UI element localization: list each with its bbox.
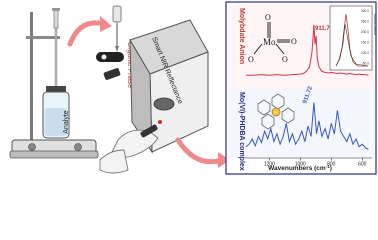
inset-tick-label: 50.0 — [363, 62, 369, 66]
molybdate-structure: Mo O O O O — [248, 13, 297, 64]
flow-arrow-2 — [175, 137, 225, 165]
syringe-icon — [52, 8, 60, 89]
molybdate-spectrum-line — [246, 24, 369, 76]
spectra-panel-bottom — [228, 88, 374, 158]
x-tick-label: 800 — [327, 162, 336, 168]
mo-atom-label: Mo — [263, 37, 276, 47]
inset-tick-label: 250.0 — [361, 20, 369, 24]
x-axis-label: Wavenumbers (cm-1) — [268, 164, 332, 173]
analyte-label: Analyte — [63, 110, 70, 133]
flow-arrow-1-head — [100, 16, 112, 32]
sample-holder-icon — [96, 52, 124, 80]
lab-stand — [9, 12, 99, 159]
inset-tick-label: 300.0 — [361, 9, 369, 13]
inset-ylabel: Absorbance — [373, 14, 378, 36]
inset-chart: Absorbance 300.0 250.0 200.0 150.0 100.0 50.0 — [329, 5, 378, 71]
hand-icon — [99, 124, 159, 174]
complex-spectrum-line — [245, 102, 369, 150]
molybdate-anion-label: Molybdate Anion — [238, 8, 245, 64]
nir-device — [129, 19, 209, 154]
flow-arrow-2-head — [218, 152, 230, 168]
inset-tick-label: 200.0 — [361, 30, 369, 34]
flow-arrow-1 — [67, 20, 107, 47]
vial-icon — [42, 86, 70, 139]
x-tick-label: 1000 — [295, 162, 306, 168]
o-atom-top: O — [265, 13, 271, 22]
o-atom-left: O — [248, 55, 254, 64]
inset-tick-label: 100.0 — [361, 51, 369, 55]
dropper-icon — [112, 5, 122, 52]
organic-phase-label: Organic Phase — [126, 42, 133, 88]
complex-structure — [257, 93, 295, 130]
x-tick-label: 1200 — [264, 162, 275, 168]
graphical-abstract: Analyte Organic Phase Smart NIR Reflecta… — [9, 1, 378, 175]
mo-complex-label: Mo(VI)-PHDBA complex — [238, 92, 245, 171]
o-atom-right: O — [282, 55, 288, 64]
spectrum-plot — [245, 24, 369, 150]
inset-tick-label: 150.0 — [361, 41, 369, 45]
x-tick-label: 600 — [358, 162, 367, 168]
peak-label-top: 911.72 — [315, 26, 334, 32]
o-atom-far-right: O — [291, 37, 297, 46]
